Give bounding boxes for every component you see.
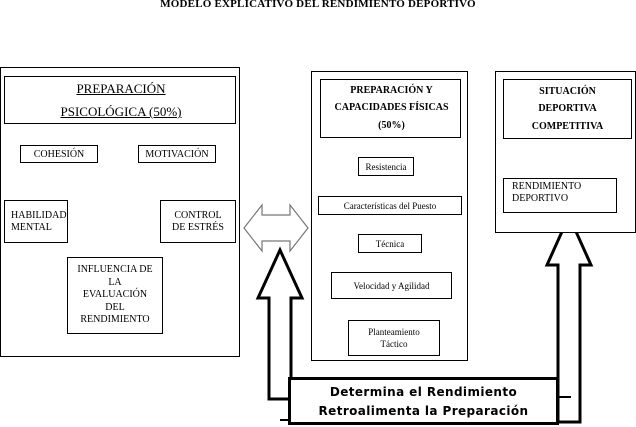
- rendimiento-label: RENDIMIENTO DEPORTIVO: [512, 181, 582, 204]
- habilidad-label: HABILIDAD MENTAL: [11, 209, 67, 233]
- fisica-item-label: Técnica: [375, 238, 405, 249]
- fisica-item: Velocidad y Agilidad: [331, 272, 452, 299]
- control-label: CONTROL DE ESTRÉS: [172, 209, 224, 233]
- influencia-box: INFLUENCIA DE LA EVALUACIÓN DEL RENDIMIE…: [67, 257, 163, 334]
- fisica-heading-line3: (50%): [378, 120, 405, 131]
- rendimiento-box: RENDIMIENTO DEPORTIVO: [503, 178, 617, 213]
- fisica-heading-line1: PREPARACIÓN Y: [350, 85, 433, 96]
- motivacion-box: MOTIVACIÓN: [138, 145, 216, 163]
- situacion-heading-box: SITUACIÓN DEPORTIVA COMPETITIVA: [503, 79, 632, 139]
- psych-heading-line2: PSICOLÓGICA (50%): [60, 104, 182, 119]
- double-arrow-icon: [243, 203, 309, 253]
- fisica-item-label: Características del Puesto: [343, 200, 437, 211]
- feedback-box: Determina el Rendimiento Retroalimenta l…: [288, 377, 559, 425]
- fisica-item: Resistencia: [358, 157, 414, 176]
- fisica-heading-box: PREPARACIÓN Y CAPACIDADES FÍSICAS (50%): [320, 79, 461, 138]
- motivacion-label: MOTIVACIÓN: [145, 148, 209, 160]
- control-box: CONTROL DE ESTRÉS: [160, 200, 236, 243]
- fisica-heading-line2: CAPACIDADES FÍSICAS: [334, 102, 449, 113]
- fisica-item: Técnica: [358, 234, 422, 253]
- fisica-item-label: Planteamiento Táctico: [368, 326, 420, 349]
- feedback-line1: Determina el Rendimiento: [329, 385, 518, 399]
- psych-heading-line1: PREPARACIÓN: [76, 81, 166, 96]
- influencia-label: INFLUENCIA DE LA EVALUACIÓN DEL RENDIMIE…: [77, 264, 153, 326]
- feedback-line2: Retroalimenta la Preparación: [318, 404, 529, 418]
- fisica-item-label: Velocidad y Agilidad: [353, 280, 430, 291]
- cohesion-box: COHESIÓN: [20, 145, 98, 163]
- diagram-title: MODELO EXPLICATIVO DEL RENDIMIENTO DEPOR…: [160, 0, 476, 10]
- fisica-item: Planteamiento Táctico: [348, 320, 440, 356]
- fisica-item-label: Resistencia: [365, 161, 407, 172]
- situacion-heading: SITUACIÓN DEPORTIVA COMPETITIVA: [531, 85, 604, 132]
- cohesion-label: COHESIÓN: [33, 148, 85, 160]
- habilidad-box: HABILIDAD MENTAL: [4, 200, 68, 243]
- right-up-arrow-icon: [544, 212, 594, 424]
- fisica-item: Características del Puesto: [318, 196, 462, 215]
- psych-heading-box: PREPARACIÓN PSICOLÓGICA (50%): [4, 76, 236, 124]
